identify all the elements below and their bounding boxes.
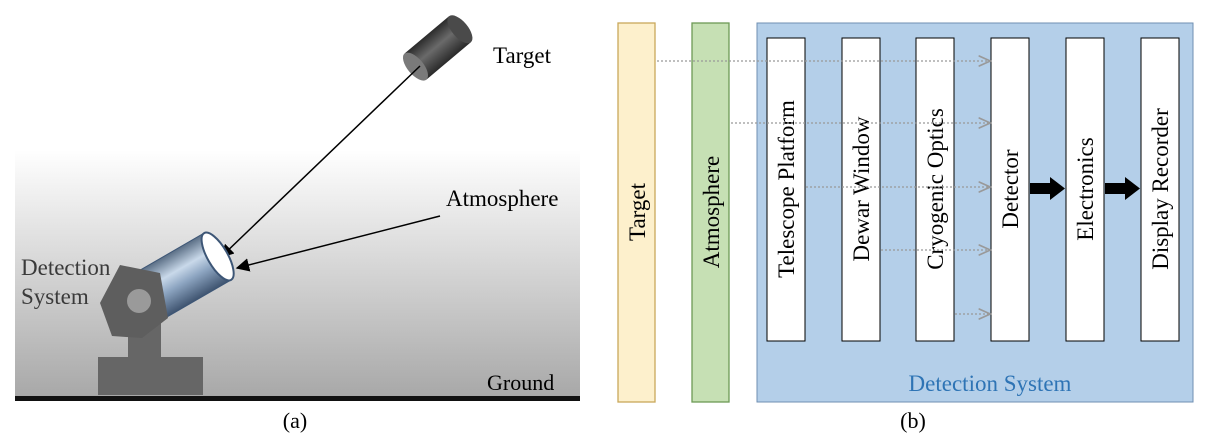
ground-line (15, 396, 580, 401)
atmosphere-ray-arrow (235, 215, 441, 272)
atmosphere-column-label: Atmosphere (699, 156, 724, 268)
panel-a: Target Atmosphere Detection System Groun… (15, 15, 580, 433)
detection-system-label: Detection System (909, 371, 1072, 396)
target-ray-arrow (220, 65, 421, 258)
caption-a: (a) (283, 408, 307, 433)
component-label-display-recorder: Display Recorder (1148, 108, 1173, 270)
detection-system-label-line2: System (21, 284, 89, 309)
component-label-detector: Detector (998, 149, 1023, 229)
detection-system-box (756, 22, 1194, 403)
component-box-electronics (1065, 37, 1105, 342)
panel-b: Detection System Target Atmosphere Teles… (617, 22, 1194, 433)
mount-pivot (127, 289, 151, 313)
sky-background (15, 150, 580, 397)
atmosphere-label: Atmosphere (446, 186, 558, 211)
caption-b: (b) (900, 408, 926, 433)
thick-arrow-electronics-display (1105, 177, 1140, 200)
target-column-label: Target (625, 182, 650, 241)
atmosphere-column (691, 22, 730, 403)
component-box-display-recorder (1140, 37, 1180, 342)
detection-system-label-line1: Detection (21, 255, 111, 280)
thick-arrow-detector-electronics (1030, 177, 1065, 200)
target-cylinder (402, 15, 473, 81)
component-label-electronics: Electronics (1073, 137, 1098, 241)
component-label-dewar-window: Dewar Window (849, 116, 874, 261)
component-label-cryogenic-optics: Cryogenic Optics (923, 108, 948, 270)
component-box-telescope-platform (766, 37, 806, 342)
ground-label: Ground (487, 370, 554, 395)
component-label-telescope-platform: Telescope Platform (774, 100, 799, 278)
component-box-dewar-window (841, 37, 881, 342)
component-box-detector (990, 37, 1030, 342)
component-box-cryogenic-optics (915, 37, 955, 342)
pedestal-base (98, 357, 203, 395)
target-column (617, 22, 656, 403)
target-label: Target (493, 43, 552, 68)
